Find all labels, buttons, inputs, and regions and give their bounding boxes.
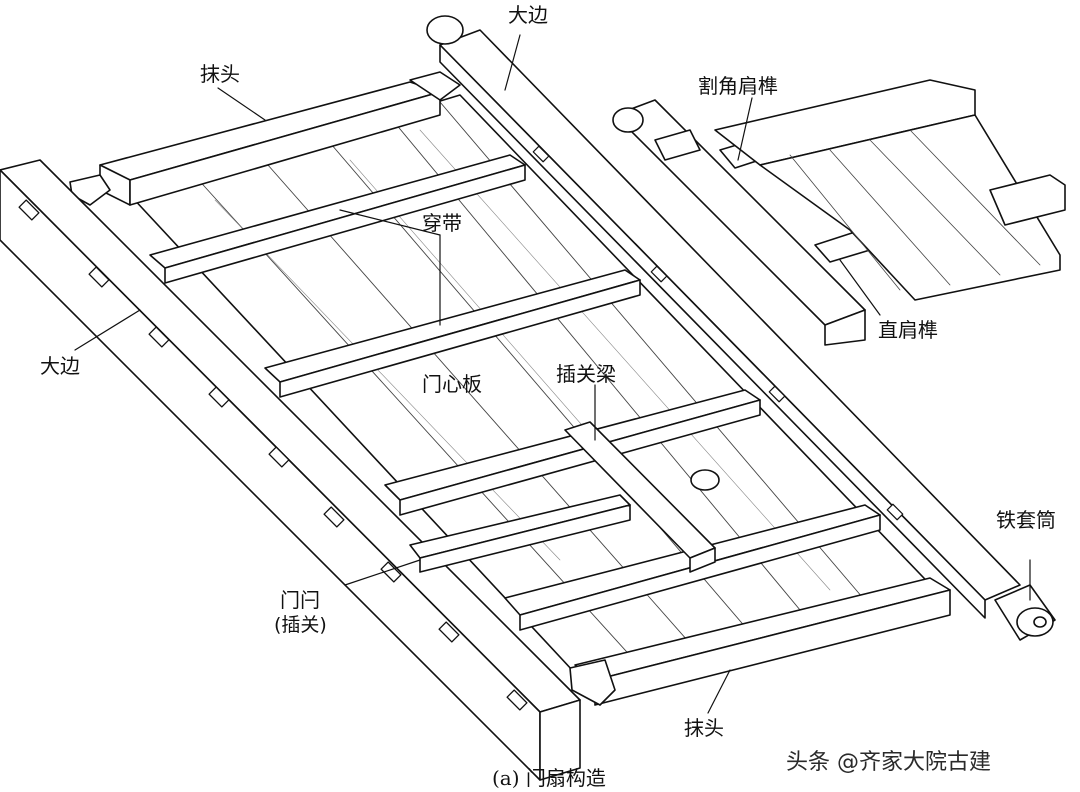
- bottom-rail: [569, 577, 951, 706]
- label-bolt-beam: 插关梁: [556, 362, 616, 386]
- battens: [149, 154, 881, 631]
- leader-lines: [74, 34, 1031, 714]
- detail-stile: [612, 99, 871, 346]
- label-straight-shoulder-tenon: 直肩榫: [878, 318, 938, 342]
- label-top-rail: 抹头: [200, 62, 240, 86]
- label-right-stile: 大边: [508, 3, 548, 27]
- label-iron-sleeve: 铁套筒: [996, 508, 1056, 532]
- left-stile: [0, 159, 581, 781]
- label-door-panel: 门心板: [422, 372, 482, 396]
- bolt-beam: [564, 421, 720, 573]
- label-left-stile: 大边: [40, 354, 80, 378]
- watermark: 头条 @齐家大院古建: [786, 750, 991, 775]
- right-stile: [426, 15, 1056, 641]
- label-door-bolt-alt: (插关): [274, 614, 327, 636]
- label-battens: 穿带: [422, 211, 462, 235]
- top-rail: [69, 71, 461, 206]
- door-bolt: [409, 494, 631, 573]
- iron-sleeve: [994, 584, 1056, 641]
- figure-caption: (a) 门扇构造: [492, 766, 606, 790]
- label-mitered-shoulder-tenon: 割角肩榫: [698, 74, 778, 98]
- detail-rail-panel: [714, 79, 1066, 301]
- label-door-bolt: 门闩: [280, 588, 320, 612]
- label-bottom-rail: 抹头: [684, 716, 724, 740]
